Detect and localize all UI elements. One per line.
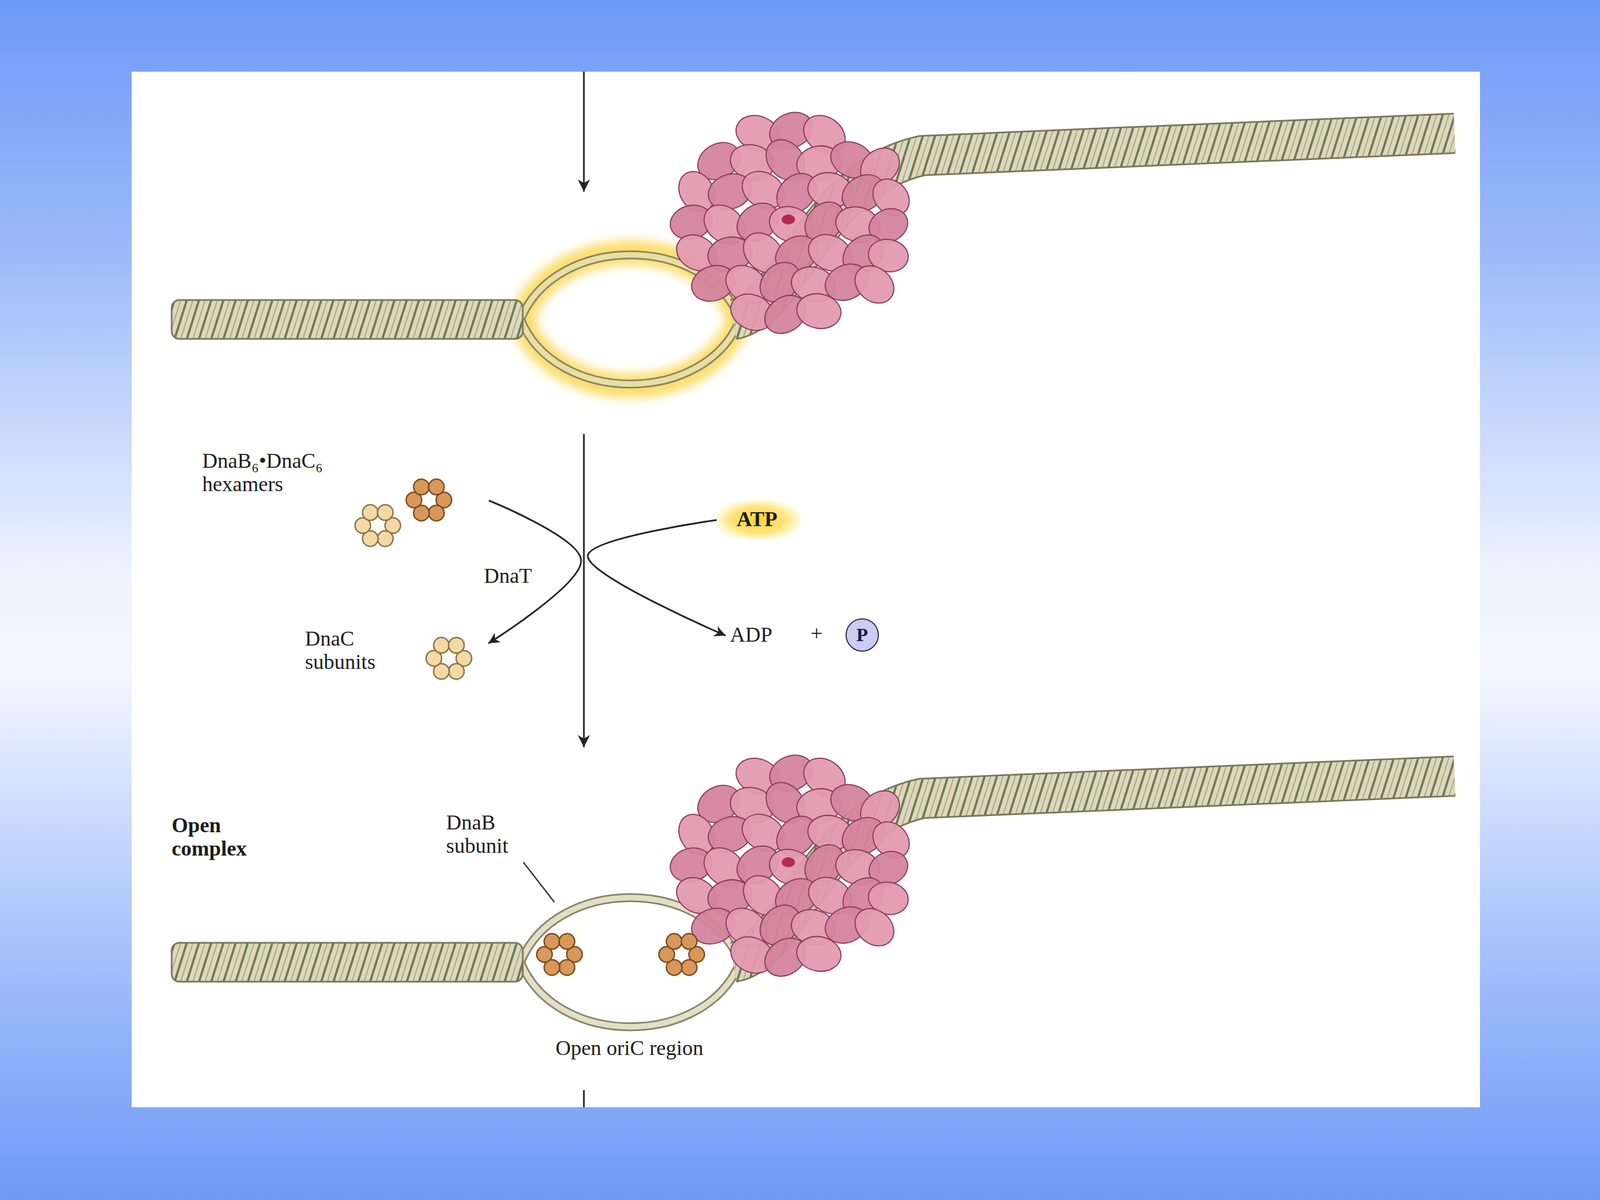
node-text: ADP: [730, 623, 773, 647]
node-text: DnaB₆•DnaC₆ hexamers: [202, 449, 353, 497]
node-text: DnaC subunits: [305, 627, 411, 674]
stage-label: Open complex: [170, 813, 285, 861]
single-strand: [520, 319, 740, 384]
phosphate-symbol: P: [856, 624, 869, 645]
atp-glow: ATP: [716, 500, 800, 540]
subunit-ring: DnaC subunits: [302, 625, 487, 687]
dnaa-protein-cluster: [666, 105, 917, 342]
dna-duplex: [171, 300, 523, 339]
dna-top: [171, 105, 1455, 387]
dna-duplex: [171, 942, 523, 982]
dnac-hexamer: [355, 505, 401, 547]
step-arrow: [583, 71, 585, 192]
melt-glow: [520, 319, 740, 387]
plus-sign: +: [808, 622, 824, 646]
product-text: ADP: [727, 621, 778, 650]
single-strand: [520, 319, 740, 384]
dnac-hexamer: [426, 637, 472, 680]
phosphate-circle: P: [845, 618, 879, 652]
dnab-hexamer: [658, 933, 705, 976]
step-arrow: [583, 433, 585, 748]
reaction-arrow: [587, 520, 726, 636]
hexamer-group: DnaB₆•DnaC₆ hexamers: [200, 447, 489, 559]
leader-line: [523, 862, 555, 903]
step-arrow: [583, 1090, 585, 1108]
dnaa-protein-cluster: [666, 748, 917, 984]
dna-bottom: [171, 748, 1455, 1027]
node-text: ATP: [736, 507, 778, 532]
part-label: DnaB subunit: [444, 811, 532, 858]
region-label: Open oriC region: [553, 1036, 705, 1060]
enzyme-label: DnaT: [482, 564, 534, 588]
dnab-hexamer: [406, 479, 452, 522]
dnab-hexamer: [536, 933, 583, 976]
